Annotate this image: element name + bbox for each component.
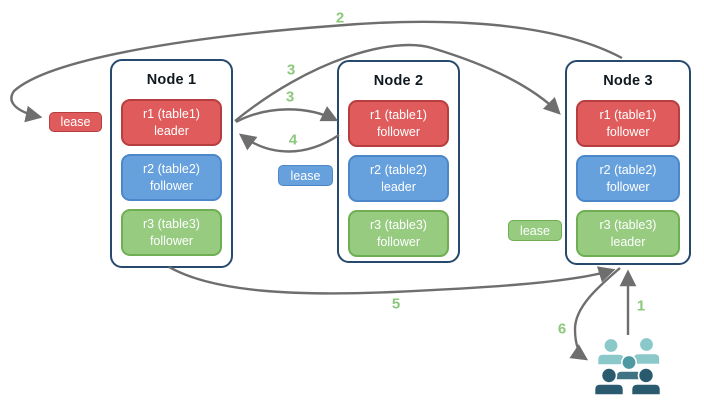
replica-label: r2 (table2) — [143, 162, 200, 176]
step-label-6: 6 — [557, 320, 567, 338]
step-label-3a: 3 — [286, 61, 296, 79]
replica-role: follower — [376, 124, 421, 139]
replica-label: r3 (table3) — [599, 218, 657, 232]
replica-role: follower — [149, 233, 194, 248]
node-1-replica-r2: r2 (table2) follower — [121, 154, 222, 201]
replica-label: r2 (table2) — [370, 163, 427, 177]
replica-role: follower — [149, 178, 194, 193]
node-2-title: Node 2 — [373, 73, 424, 89]
node-1-box: Node 1 r1 (table1) leader r2 (table2) fo… — [110, 59, 233, 268]
node-3-box: Node 3 r1 (table1) follower r2 (table2) … — [565, 60, 691, 265]
users-group-icon — [593, 336, 662, 396]
node-3-replica-r2: r2 (table2) follower — [576, 155, 680, 202]
step-label-2: 2 — [335, 9, 345, 27]
replica-label: r1 (table1) — [143, 107, 200, 121]
node-2-replica-r1: r1 (table1) follower — [348, 100, 449, 147]
node-1-replica-r1: r1 (table1) leader — [121, 99, 222, 146]
step-label-1: 1 — [636, 297, 646, 315]
node-3-title: Node 3 — [603, 73, 653, 89]
lease-badge-r2: lease — [278, 165, 333, 186]
replica-role: follower — [376, 234, 421, 249]
replica-role: leader — [154, 123, 189, 138]
arrow-step-2-lease-transfer — [10, 20, 623, 123]
lease-badge-r3: lease — [508, 220, 562, 241]
arrow-step-6-response — [569, 267, 621, 361]
replica-label: r1 (table1) — [370, 108, 427, 122]
replica-label: r3 (table3) — [370, 218, 427, 232]
replica-role: leader — [610, 234, 646, 249]
node-2-replica-r3: r3 (table3) follower — [348, 210, 449, 257]
step-label-3b: 3 — [285, 88, 295, 106]
replica-role: leader — [381, 179, 416, 194]
step-label-5: 5 — [391, 295, 401, 313]
arrow-step-5-forward — [168, 265, 616, 295]
node-2-box: Node 2 r1 (table1) follower r2 (table2) … — [337, 60, 460, 263]
node-3-replica-r3: r3 (table3) leader — [576, 210, 680, 257]
replica-label: r1 (table1) — [599, 108, 657, 122]
lease-badge-r1: lease — [49, 112, 102, 132]
node-1-replica-r3: r3 (table3) follower — [121, 209, 222, 256]
arrow-step-3-replicate-to-node2 — [235, 106, 339, 124]
replica-label: r2 (table2) — [599, 163, 657, 177]
replica-role: follower — [606, 124, 650, 139]
replica-role: follower — [606, 179, 650, 194]
node-1-title: Node 1 — [146, 72, 197, 88]
replica-label: r3 (table3) — [143, 217, 200, 231]
node-3-replica-r1: r1 (table1) follower — [576, 100, 680, 147]
node-2-replica-r2: r2 (table2) leader — [348, 155, 449, 202]
step-label-4: 4 — [288, 131, 298, 149]
